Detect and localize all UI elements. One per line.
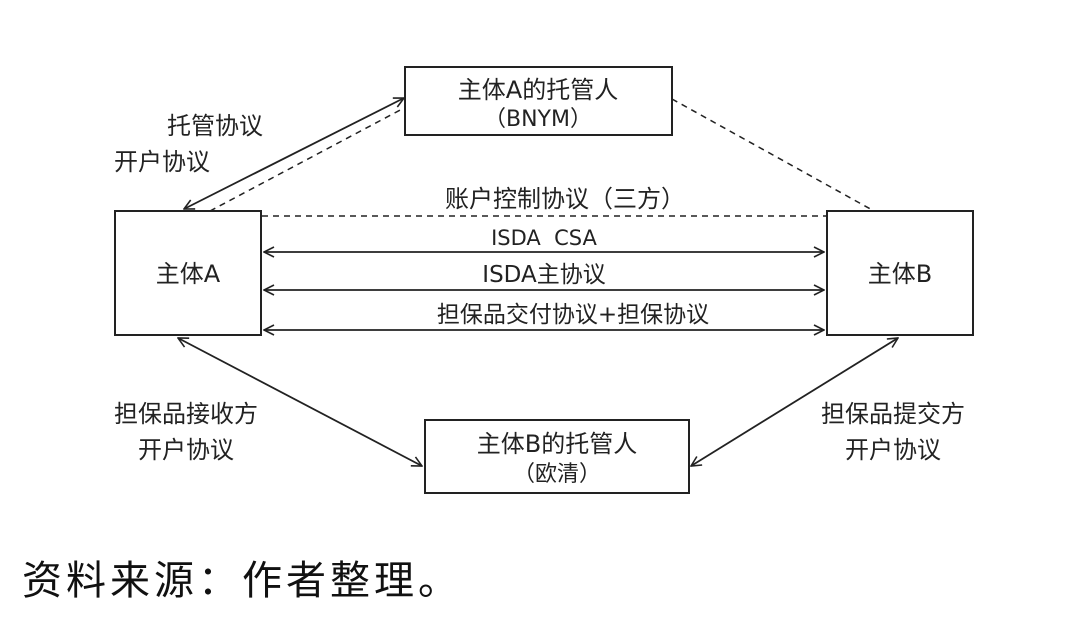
isda-master-label: ISDA主协议 xyxy=(482,262,605,288)
account-agreement-label: 开户协议 xyxy=(114,148,210,176)
custodian-b-box xyxy=(424,419,690,494)
custodian-a-name: 主体A的托管人 xyxy=(458,76,618,104)
receiver-account-arrow xyxy=(178,338,422,466)
account-control-label: 账户控制协议（三方） xyxy=(445,185,685,213)
entity-b-box xyxy=(826,210,974,336)
entity-b-label: 主体B xyxy=(868,260,932,288)
custodian-a-to-b-dashed-line xyxy=(671,98,875,212)
custodian-a-sub: （BNYM） xyxy=(484,107,592,132)
custodian-b-name: 主体B的托管人 xyxy=(477,430,637,458)
custodian-b-sub: （欧清） xyxy=(513,462,601,487)
provider-account-arrow xyxy=(691,338,898,466)
receiver-account-label-line2: 开户协议 xyxy=(138,436,234,464)
provider-account-label-line1: 担保品提交方 xyxy=(821,400,965,428)
provider-account-label-line2: 开户协议 xyxy=(845,436,941,464)
source-note: 资料来源：作者整理。 xyxy=(22,558,462,604)
custody-agreement-arrow xyxy=(184,98,404,209)
entity-a-box xyxy=(114,210,262,336)
receiver-account-label-line1: 担保品接收方 xyxy=(114,400,258,428)
custody-agreement-label: 托管协议 xyxy=(167,112,263,140)
entity-a-label: 主体A xyxy=(156,260,221,288)
custodian-a-box xyxy=(404,66,673,136)
isda-csa-label: ISDA CSA xyxy=(491,226,597,250)
collateral-delivery-label: 担保品交付协议+担保协议 xyxy=(437,302,709,328)
